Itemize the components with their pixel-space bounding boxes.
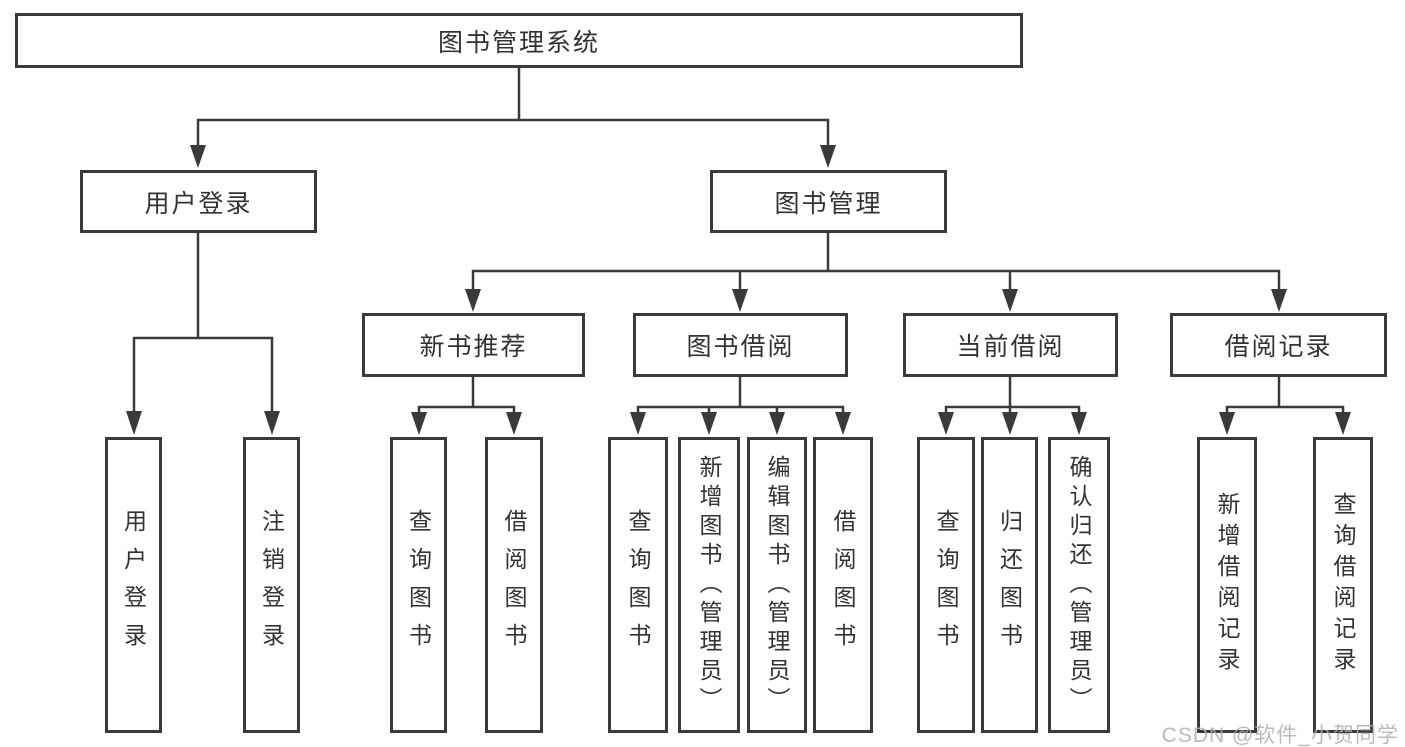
leaf-label: 查询借阅记录 xyxy=(1330,492,1356,678)
leaf-edit-books-admin: 编辑图书（管理员） xyxy=(747,437,807,733)
csdn-watermark: CSDN @软件_小贺同学 xyxy=(1161,724,1399,747)
leaf-add-books-admin: 新增图书（管理员） xyxy=(678,437,740,733)
arrowheads xyxy=(126,145,1351,435)
leaf-label: 用户登录 xyxy=(120,509,147,661)
leaf-user-login: 用户登录 xyxy=(105,437,162,733)
leaf-label: 查询图书 xyxy=(625,509,651,661)
leaf-label: 借阅图书 xyxy=(501,509,527,661)
leaf-query-books-current: 查询图书 xyxy=(917,437,975,733)
leaf-return-books: 归还图书 xyxy=(981,437,1038,733)
leaf-add-borrow-record: 新增借阅记录 xyxy=(1197,437,1257,733)
leaf-logout: 注销登录 xyxy=(243,437,300,733)
leaf-query-borrow-record: 查询借阅记录 xyxy=(1313,437,1373,733)
leaf-label: 注销登录 xyxy=(258,509,285,661)
node-book-management: 图书管理 xyxy=(710,170,947,233)
node-book-borrow: 图书借阅 xyxy=(633,313,848,377)
leaf-label: 确认归还（管理员） xyxy=(1066,454,1092,716)
node-label: 图书借阅 xyxy=(686,333,795,361)
node-label: 用户登录 xyxy=(144,189,253,218)
leaf-confirm-return-admin: 确认归还（管理员） xyxy=(1048,437,1110,733)
leaf-label: 归还图书 xyxy=(996,509,1023,661)
leaf-label: 新增借阅记录 xyxy=(1214,492,1240,678)
node-borrow-records: 借阅记录 xyxy=(1170,313,1387,377)
leaf-label: 查询图书 xyxy=(405,509,432,661)
node-label: 图书管理 xyxy=(774,189,883,218)
leaf-label: 借阅图书 xyxy=(830,509,856,661)
leaf-query-books-recommend: 查询图书 xyxy=(390,437,447,733)
node-label: 借阅记录 xyxy=(1224,333,1333,361)
node-user-login: 用户登录 xyxy=(80,170,317,233)
node-label: 当前借阅 xyxy=(956,333,1065,361)
leaf-borrow-books-recommend: 借阅图书 xyxy=(485,437,543,733)
node-label: 新书推荐 xyxy=(419,333,528,361)
node-root-system: 图书管理系统 xyxy=(15,13,1023,68)
leaf-borrow-books: 借阅图书 xyxy=(813,437,873,733)
leaf-label: 编辑图书（管理员） xyxy=(764,454,790,716)
leaf-label: 新增图书（管理员） xyxy=(696,454,722,716)
node-label: 图书管理系统 xyxy=(437,28,600,57)
leaf-label: 查询图书 xyxy=(933,509,959,661)
leaf-query-books-borrow: 查询图书 xyxy=(608,437,668,733)
node-current-borrow: 当前借阅 xyxy=(903,313,1118,377)
node-new-book-recommend: 新书推荐 xyxy=(362,313,585,377)
